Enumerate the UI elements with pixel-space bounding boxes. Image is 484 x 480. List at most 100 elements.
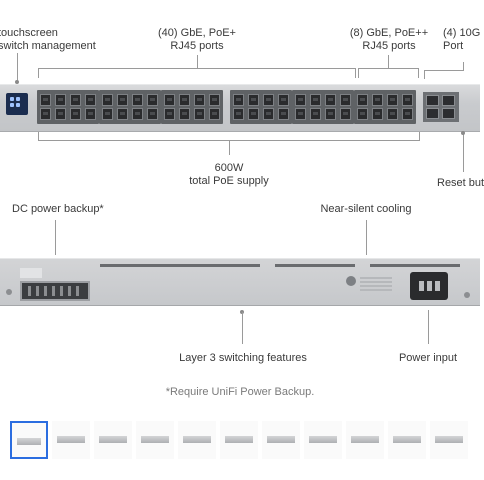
leader-reset (463, 134, 464, 172)
rear-compliance-text (360, 277, 392, 291)
leader-dc-backup (55, 220, 56, 255)
rj45-port (194, 108, 205, 120)
rj45-port (402, 108, 413, 120)
rj45-port (70, 94, 81, 106)
rj45-port (278, 108, 289, 120)
thumbnail-image (393, 436, 421, 443)
rj45-port (248, 94, 259, 106)
rj45-port-block (37, 90, 99, 124)
rj45-port (55, 94, 66, 106)
power-input-socket (410, 272, 448, 300)
callout-dc-backup: DC power backup* (12, 203, 104, 215)
rj45-port (387, 94, 398, 106)
callout-sfp: (4) 10G Port (443, 27, 481, 52)
thumbnail-image (57, 436, 85, 443)
rj45-port-block (230, 90, 292, 124)
touchscreen-display (6, 93, 28, 115)
gallery-thumbnail[interactable] (178, 421, 216, 459)
thumbnail-image (267, 436, 295, 443)
rj45-port (85, 94, 96, 106)
rear-logo-icon (346, 276, 356, 286)
thumbnail-image (17, 438, 41, 445)
rj45-port (132, 94, 143, 106)
rear-vent (275, 264, 355, 267)
rj45-port (179, 94, 190, 106)
rj45-port (402, 94, 413, 106)
rj45-port-block (161, 90, 223, 124)
rj45-port (70, 108, 81, 120)
bracket-poe-supply-r (419, 132, 420, 141)
callout-power-input: Power input (398, 352, 458, 364)
thumbnail-image (183, 436, 211, 443)
rj45-port (102, 108, 113, 120)
callout-cooling: Near-silent cooling (320, 203, 412, 215)
rj45-port (117, 94, 128, 106)
gallery-thumbnail[interactable] (304, 421, 342, 459)
rj45-port (55, 108, 66, 120)
callout-layer3: Layer 3 switching features (179, 352, 307, 364)
leader-cooling (366, 220, 367, 255)
thumbnail-image (225, 436, 253, 443)
ground-screw-icon (6, 289, 12, 295)
rear-vent (100, 264, 260, 267)
thumbnail-image (99, 436, 127, 443)
sfp-port (426, 95, 439, 106)
rj45-port (102, 94, 113, 106)
gallery-thumbnail[interactable] (94, 421, 132, 459)
gallery-thumbnail[interactable] (388, 421, 426, 459)
ground-screw-icon (464, 292, 470, 298)
rj45-port (340, 108, 351, 120)
bracket-sfp-stem (463, 62, 464, 71)
leader-reset-dot (461, 131, 465, 135)
rj45-port (209, 94, 220, 106)
rj45-port (263, 94, 274, 106)
gallery-thumbnail[interactable] (10, 421, 48, 459)
gallery-thumbnails (10, 421, 480, 461)
callout-poe-supply: 600W total PoE supply (189, 162, 269, 187)
rear-vent (370, 264, 460, 267)
footnote: *Require UniFi Power Backup. (165, 386, 315, 398)
gallery-thumbnail[interactable] (52, 421, 90, 459)
bracket-poe-supply-stem (229, 141, 230, 155)
leader-touchscreen-dot (15, 80, 19, 84)
rj45-port (233, 94, 244, 106)
gallery-thumbnail[interactable] (346, 421, 384, 459)
gallery-thumbnail[interactable] (220, 421, 258, 459)
gallery-thumbnail[interactable] (136, 421, 174, 459)
rj45-port (295, 94, 306, 106)
leader-touchscreen (17, 53, 18, 81)
bracket-gbe-poepp-stem (388, 55, 389, 68)
rj45-port (209, 108, 220, 120)
rj45-port (117, 108, 128, 120)
bracket-gbe-poepp-r (418, 68, 419, 78)
thumbnail-image (351, 436, 379, 443)
dc-backup-port (20, 281, 90, 301)
bracket-poe-supply-l (38, 132, 39, 141)
gallery-thumbnail[interactable] (262, 421, 300, 459)
rj45-port (248, 108, 259, 120)
rj45-port (85, 108, 96, 120)
callout-gbe-poe: (40) GbE, PoE+ RJ45 ports (158, 27, 236, 52)
sfp-port (442, 95, 455, 106)
rj45-port (340, 94, 351, 106)
bracket-gbe-poe-stem (197, 55, 198, 68)
rj45-port (325, 94, 336, 106)
bracket-gbe-poe-l (38, 68, 39, 78)
sfp-port-block (423, 92, 459, 122)
rj45-port (278, 94, 289, 106)
rear-label-sticker (20, 268, 42, 278)
rj45-port (357, 94, 368, 106)
rj45-port (40, 94, 51, 106)
bracket-gbe-poepp-l (358, 68, 359, 78)
rj45-port (310, 94, 321, 106)
rj45-port (147, 94, 158, 106)
sfp-port (426, 108, 439, 119)
callout-reset: Reset but (437, 177, 484, 189)
rj45-port (179, 108, 190, 120)
sfp-port (442, 108, 455, 119)
gallery-thumbnail[interactable] (430, 421, 468, 459)
thumbnail-image (141, 436, 169, 443)
rj45-port-block (354, 90, 416, 124)
bracket-sfp (424, 70, 464, 71)
rj45-port (295, 108, 306, 120)
